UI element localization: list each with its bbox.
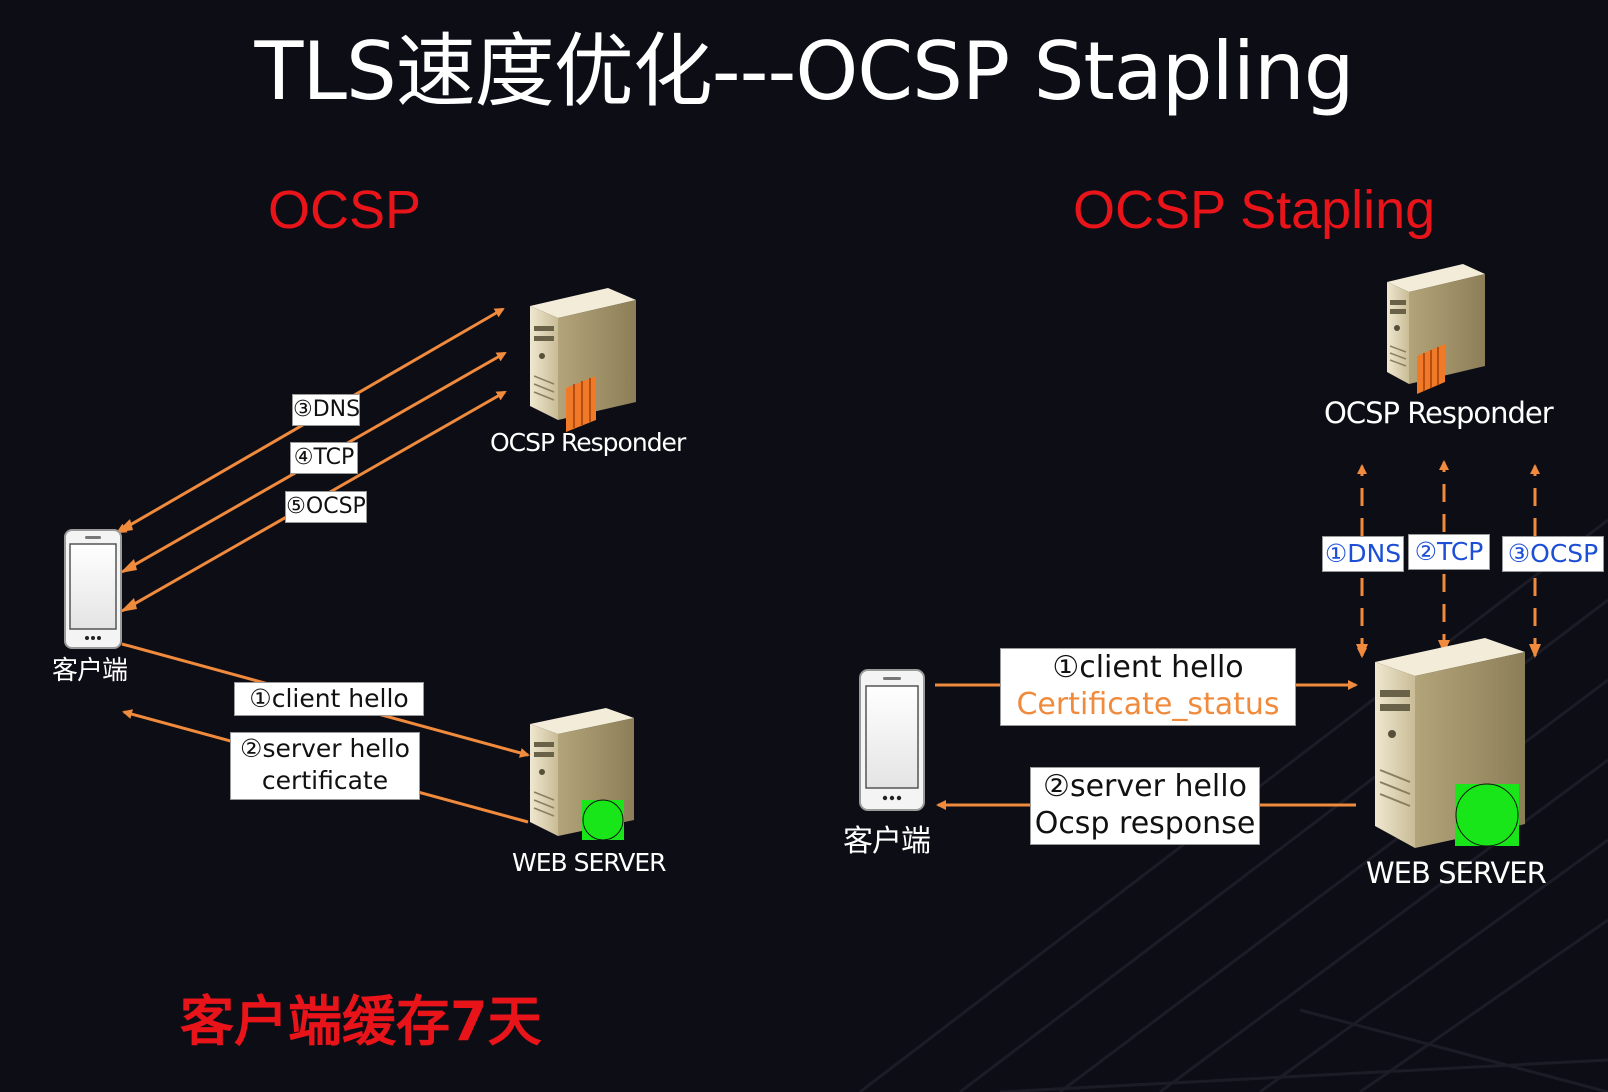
left-certificate-label: certificate	[261, 766, 389, 795]
left-web-server-label: WEB SERVER	[512, 848, 667, 877]
ocsp-heading: OCSP	[268, 180, 422, 240]
right-client-label: 客户端	[843, 824, 931, 859]
left-responder-server-icon	[530, 288, 636, 432]
right-server-hello-label: ②server hello	[1043, 769, 1247, 804]
right-server-hello-box: ②server hello Ocsp response	[1030, 767, 1260, 845]
right-ocsp-step-label: ③OCSP	[1502, 536, 1604, 572]
left-ocsp-step-label: ⑤OCSP	[285, 491, 367, 523]
right-ocsp-response-label: Ocsp response	[1034, 806, 1256, 841]
right-certificate-status-label: Certificate_status	[1016, 687, 1280, 722]
left-client-hello-label: ①client hello	[234, 682, 424, 716]
right-client-hello-box: ①client hello Certificate_status	[1000, 648, 1296, 726]
page-title: TLS速度优化---OCSP Stapling	[254, 25, 1355, 118]
client-cache-note: 客户端缓存7天	[180, 990, 542, 1053]
ocsp-stapling-heading: OCSP Stapling	[1073, 180, 1436, 240]
left-client-phone-icon	[64, 529, 122, 649]
left-client-label: 客户端	[52, 656, 128, 686]
left-web-server-icon	[530, 708, 634, 841]
left-dns-step-label: ③DNS	[292, 394, 360, 426]
right-responder-server-icon	[1387, 264, 1485, 394]
right-client-hello-label: ①client hello	[1052, 650, 1244, 685]
left-server-hello-label: ②server hello	[240, 734, 410, 763]
left-responder-label: OCSP Responder	[490, 428, 686, 457]
left-tcp-step-label: ④TCP	[290, 442, 358, 474]
right-web-server-icon	[1375, 638, 1525, 848]
right-web-server-label: WEB SERVER	[1366, 856, 1547, 890]
right-client-phone-icon	[859, 669, 925, 811]
left-return-heads	[116, 519, 137, 612]
right-responder-label: OCSP Responder	[1324, 396, 1554, 430]
right-dns-step-label: ①DNS	[1322, 536, 1404, 572]
left-server-hello-box: ②server hello certificate	[230, 732, 420, 800]
right-tcp-step-label: ②TCP	[1408, 534, 1490, 570]
